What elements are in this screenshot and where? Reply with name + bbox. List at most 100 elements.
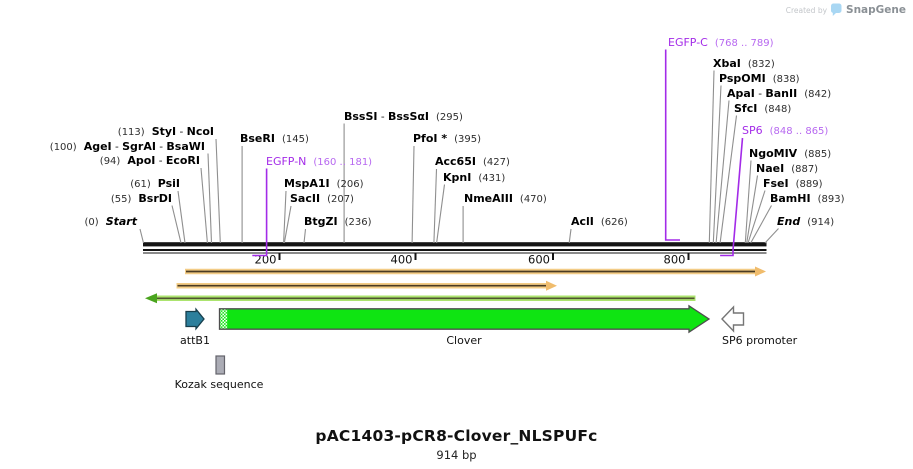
feature-label-sp6-promoter[interactable]: SP6 promoter [722, 334, 798, 347]
site-label-sacii[interactable]: SacII (207) [290, 192, 354, 207]
site-position: (832) [747, 58, 775, 70]
site-label-end[interactable]: End (914) [777, 215, 834, 230]
site-name: End [777, 214, 801, 228]
site-position: (848) [764, 103, 792, 115]
site-position: (55) [110, 193, 132, 205]
site-line-ngomiv [744, 160, 752, 244]
site-label-fsei[interactable]: FseI(889) [763, 177, 823, 192]
feature-label-kozak[interactable]: Kozak sequence [174, 378, 264, 391]
site-label-ngomiv[interactable]: NgoMIV(885) [749, 147, 831, 162]
feature-shapes [185, 304, 745, 375]
site-line-acli [568, 228, 572, 244]
ruler-tick-label-800: 800 [664, 253, 686, 267]
feature-kozak[interactable] [215, 355, 226, 375]
site-position: (295) [436, 111, 463, 123]
site-label-egfp-n[interactable]: EGFP-N(160 .. 181) [266, 155, 372, 170]
site-position: (470) [519, 194, 547, 205]
site-position: (768 .. 789) [714, 37, 774, 49]
site-line-end [764, 228, 779, 244]
feature-clover-hatch [220, 309, 228, 329]
read-forward-short-head [546, 280, 557, 291]
site-name: NaeI [756, 161, 785, 175]
site-label-sp6[interactable]: SP6(848 .. 865) [742, 124, 828, 139]
site-name: NcoI [186, 125, 214, 138]
site-name: BsaWI [166, 139, 205, 153]
site-position: (914) [807, 216, 835, 228]
site-label-bseri[interactable]: BseRI(145) [240, 132, 309, 147]
site-label-nmeaiii[interactable]: NmeAIII (470) [464, 192, 547, 207]
ruler-tick-label-600: 600 [528, 253, 550, 267]
site-label-bamhi[interactable]: BamHI(893) [770, 192, 844, 207]
site-label-acli[interactable]: AclI(626) [571, 215, 628, 230]
site-label-agei-sgrai-bsawi[interactable]: (100)AgeI - SgrAI - BsaWI [50, 140, 205, 155]
site-label-apai-banii[interactable]: ApaI - BanII(842) [727, 87, 831, 102]
read-reverse-head [145, 293, 157, 304]
site-name: KpnI [443, 170, 472, 184]
site-name: BtgZI [304, 215, 338, 228]
site-position: (842) [804, 88, 832, 100]
site-name: PsiI [157, 177, 180, 190]
primer-brackets [252, 49, 744, 257]
site-label-bsrdi[interactable]: (55)BsrDI [111, 192, 172, 207]
site-label-egfp-c[interactable]: EGFP-C(768 .. 789) [668, 36, 774, 51]
site-label-pfoi[interactable]: PfoI * (395) [413, 132, 481, 147]
site-line-sacii [283, 205, 292, 244]
site-position: (395) [454, 134, 481, 145]
site-line-naei [746, 175, 759, 244]
site-position: (160 .. 181) [313, 156, 373, 168]
snapgene-logo-icon [831, 3, 842, 16]
site-position: (626) [600, 217, 628, 228]
ruler-tick-label-400: 400 [391, 253, 413, 267]
site-line-bamhi [750, 205, 772, 244]
site-label-xbai[interactable]: XbaI(832) [713, 57, 775, 72]
site-position: (0) [84, 217, 99, 228]
feature-attb1[interactable] [185, 307, 205, 331]
site-line-styi-ncoi [215, 138, 221, 244]
ruler-tick-600 [552, 252, 554, 260]
site-label-acc65i[interactable]: Acc65I(427) [435, 155, 510, 170]
site-label-sfci[interactable]: SfcI(848) [734, 102, 791, 117]
primer-bracket-egfp-c [664, 49, 680, 241]
site-position: (113) [117, 127, 145, 138]
site-label-mspa1i[interactable]: MspA1I(206) [284, 177, 364, 192]
site-label-bsssi-bsssai[interactable]: BssSI - BssSαI(295) [344, 110, 463, 125]
site-line-apoi-ecori [200, 167, 208, 244]
feature-clover[interactable] [218, 304, 711, 334]
site-name: EcoRI [165, 154, 200, 167]
site-name: - [754, 87, 766, 100]
site-position: (236) [344, 217, 372, 228]
site-name: PfoI * [413, 132, 448, 145]
ruler-line-2 [143, 252, 767, 254]
feature-label-clover[interactable]: Clover [446, 334, 482, 347]
site-label-start[interactable]: (0)Start [85, 215, 137, 230]
site-line-kpni [436, 184, 446, 244]
site-label-styi-ncoi[interactable]: (113)StyI - NcoI [118, 125, 214, 140]
site-label-psii[interactable]: (61) PsiI [130, 177, 180, 192]
ruler-tick-200 [278, 252, 281, 260]
site-line-start [139, 228, 145, 244]
site-line-acc65i [433, 168, 438, 244]
site-line-fsei [747, 190, 766, 244]
site-name: FseI [763, 176, 789, 190]
site-label-apoi-ecori[interactable]: (94)ApoI - EcoRI [100, 154, 200, 169]
site-lines [139, 70, 779, 244]
feature-label-attb1[interactable]: attB1 [180, 334, 210, 347]
feature-sp6-promoter[interactable] [721, 305, 745, 333]
site-line-psii [177, 190, 186, 244]
ruler-tick-800 [687, 252, 690, 260]
ruler-tick-400 [414, 252, 417, 260]
site-label-naei[interactable]: NaeI(887) [756, 162, 818, 177]
site-position: (61) [130, 179, 151, 190]
site-name: SacII [290, 192, 321, 205]
site-position: (431) [478, 172, 506, 184]
site-name: NmeAIII [464, 192, 513, 205]
site-label-btgzi[interactable]: BtgZI (236) [304, 215, 371, 230]
site-name: BanII [765, 86, 798, 100]
site-label-pspomi[interactable]: PspOMI(838) [719, 72, 800, 87]
site-position: (207) [327, 194, 354, 205]
site-label-kpni[interactable]: KpnI (431) [443, 171, 505, 186]
site-name: SgrAI [122, 139, 156, 153]
site-line-apai-banii [715, 100, 730, 244]
